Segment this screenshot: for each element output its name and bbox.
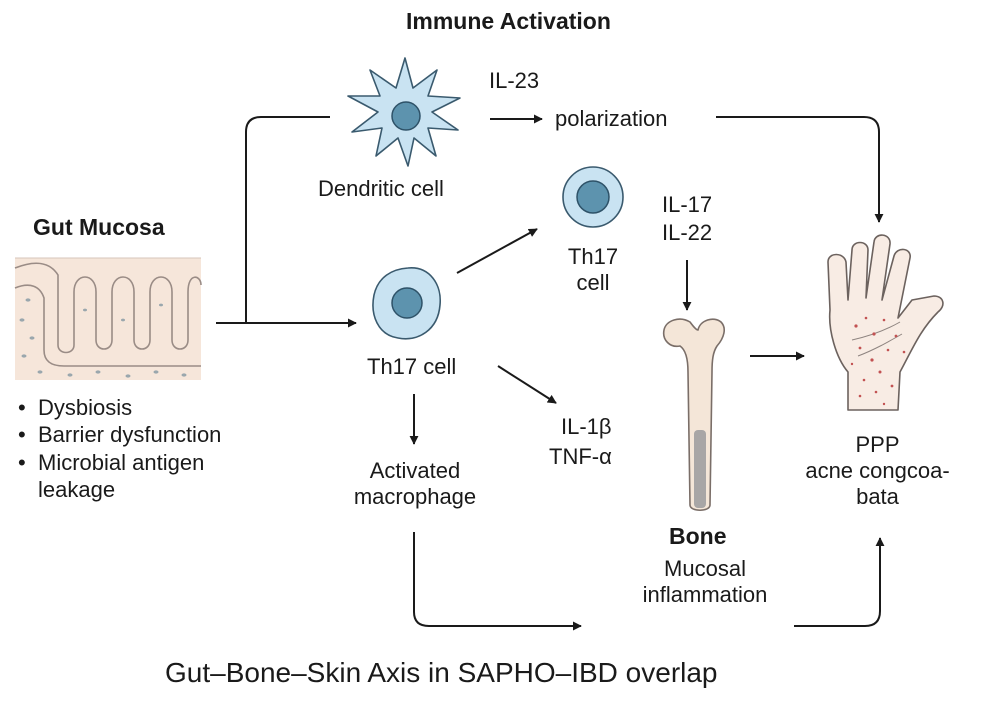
gut-factor-dysbiosis: Dysbiosis — [18, 394, 221, 422]
bone-illustration — [662, 318, 726, 512]
il17-label: IL-17 — [662, 192, 713, 217]
th17-cell-icon — [372, 267, 441, 340]
gut-mucosa-heading: Gut Mucosa — [33, 214, 165, 240]
pathway-arrows — [216, 114, 885, 631]
polarization-label: polarization — [555, 106, 668, 131]
il22-label: IL-22 — [662, 220, 713, 245]
branch-gut-to-dendritic — [245, 116, 330, 323]
il1b-label: IL-1β — [561, 414, 612, 439]
th17-top-cell-icon — [562, 166, 624, 228]
arrow-bone-to-skin-lower — [794, 537, 885, 627]
bone-heading: Bone — [669, 523, 727, 549]
arrow-macrophage-to-bone — [413, 532, 582, 631]
th17-cell-label: Th17 cell — [367, 354, 457, 379]
gut-mucosa-illustration — [14, 257, 202, 380]
arrow-th17-to-th17-top — [456, 228, 538, 274]
arrow-th17-to-cytokines — [497, 365, 557, 404]
dendritic-cell-label: Dendritic cell — [318, 176, 444, 201]
diagram-title: Immune Activation — [406, 8, 611, 34]
gut-factor-list: Dysbiosis Barrier dysfunction Microbial … — [18, 394, 221, 503]
hand-skin-illustration — [827, 234, 944, 411]
il23-label: IL-23 — [489, 68, 540, 93]
tnfa-label: TNF-α — [549, 444, 612, 469]
arrow-polarization-to-skin — [716, 116, 884, 223]
gut-factor-barrier: Barrier dysfunction — [18, 421, 221, 449]
footer-caption: Gut–Bone–Skin Axis in SAPHO–IBD overlap — [165, 657, 718, 688]
dendritic-cell-icon — [347, 57, 461, 167]
